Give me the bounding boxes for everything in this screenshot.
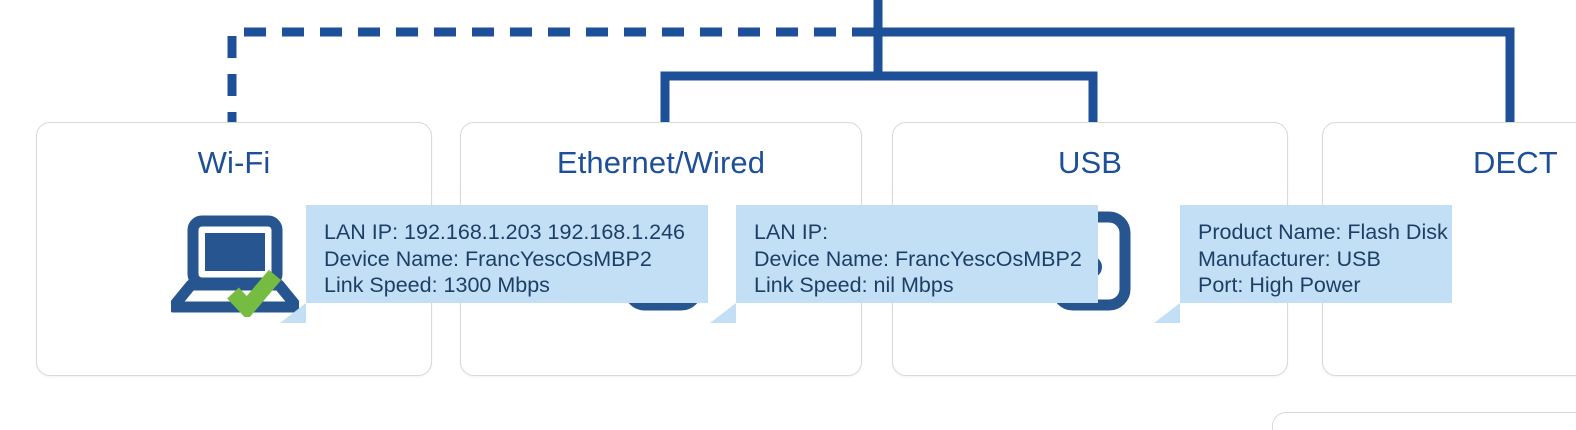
tooltip-line: Device Name: FrancYescOsMBP2 bbox=[324, 246, 652, 271]
usb-tooltip: Product Name: Flash Disk Manufacturer: U… bbox=[1154, 205, 1452, 323]
bus-line-right bbox=[878, 27, 1515, 122]
tooltip-tail-icon bbox=[280, 303, 306, 323]
tooltip-tail-icon bbox=[710, 303, 736, 323]
ethernet-tooltip: LAN IP: Device Name: FrancYescOsMBP2 Lin… bbox=[710, 205, 1098, 323]
tooltip-line: Manufacturer: USB bbox=[1198, 246, 1381, 271]
tooltip-tail-icon bbox=[1154, 303, 1180, 323]
card-partial-next-row[interactable] bbox=[1272, 412, 1576, 430]
laptop-icon bbox=[167, 213, 303, 321]
card-title-wifi: Wi-Fi bbox=[197, 145, 271, 180]
tooltip-line: LAN IP: bbox=[754, 220, 829, 244]
tooltip-line: Product Name: Flash Disk bbox=[1198, 220, 1448, 244]
card-title-dect: DECT bbox=[1473, 145, 1558, 180]
bracket-inner bbox=[660, 71, 1098, 122]
bus-line-dashed bbox=[227, 27, 874, 122]
card-title-ethernet: Ethernet/Wired bbox=[556, 145, 766, 180]
card-wifi[interactable]: Wi-Fi bbox=[36, 122, 432, 376]
card-title-usb: USB bbox=[1057, 145, 1123, 180]
tooltip-line: Link Speed: 1300 Mbps bbox=[324, 273, 550, 297]
tooltip-line: Link Speed: nil Mbps bbox=[754, 273, 954, 297]
tooltip-line: LAN IP: 192.168.1.203 192.168.1.246 bbox=[324, 220, 686, 244]
tooltip-line: Port: High Power bbox=[1198, 273, 1361, 297]
green-check-icon bbox=[227, 269, 282, 321]
wifi-tooltip: LAN IP: 192.168.1.203 192.168.1.246 Devi… bbox=[280, 205, 708, 323]
tooltip-line: Device Name: FrancYescOsMBP2 bbox=[754, 246, 1082, 271]
